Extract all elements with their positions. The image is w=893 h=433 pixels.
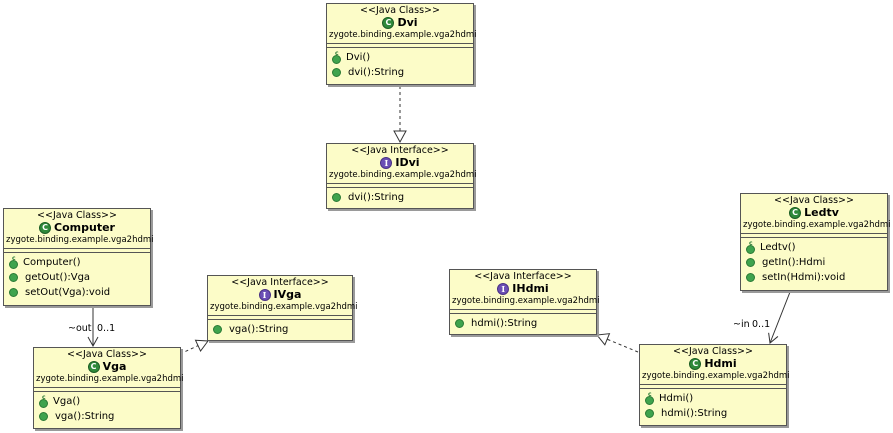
- public-method-icon: [9, 288, 18, 297]
- stereotype: <<Java Interface>>: [351, 145, 449, 156]
- package-name: zygote.binding.example.vga2hdmi: [452, 296, 600, 306]
- method-row[interactable]: setIn(Hdmi):void: [741, 270, 887, 285]
- method-row[interactable]: setOut(Vga):void: [4, 285, 150, 300]
- association-multiplicity-label: 0..1: [97, 323, 116, 334]
- class-name: Dvi: [397, 16, 418, 29]
- method-row[interactable]: dvi():String: [327, 65, 473, 80]
- public-method-icon: [455, 319, 464, 328]
- constructor-icon: c: [39, 394, 48, 408]
- package-name: zygote.binding.example.vga2hdmi: [743, 220, 891, 230]
- package-name: zygote.binding.example.vga2hdmi: [329, 30, 477, 40]
- stereotype: <<Java Class>>: [67, 349, 147, 360]
- stereotype: <<Java Interface>>: [474, 271, 572, 282]
- class-name: Ledtv: [804, 206, 839, 219]
- public-method-icon: [39, 412, 48, 421]
- class-name: Vga: [102, 360, 127, 373]
- association-role-label: ~in: [733, 319, 750, 330]
- stereotype: <<Java Class>>: [37, 210, 117, 221]
- stereotype: <<Java Interface>>: [231, 277, 329, 288]
- class-icon: C: [689, 358, 702, 370]
- attributes-compartment: [450, 310, 596, 314]
- attributes-compartment: [741, 234, 887, 238]
- association-ledtv-hdmi: [768, 291, 791, 344]
- stereotype: <<Java Class>>: [673, 346, 753, 357]
- package-name: zygote.binding.example.vga2hdmi: [329, 170, 477, 180]
- public-method-icon: [645, 409, 654, 418]
- package-name: zygote.binding.example.vga2hdmi: [642, 371, 790, 381]
- class-name: IHdmi: [512, 282, 549, 295]
- class-name: Hdmi: [704, 357, 737, 370]
- realization-vga-ivga: [179, 339, 209, 355]
- stereotype: <<Java Class>>: [774, 195, 854, 206]
- class-icon: C: [789, 207, 802, 219]
- constructor-icon: c: [746, 240, 755, 254]
- attributes-compartment: [208, 316, 352, 320]
- public-method-icon: [746, 273, 755, 282]
- interface-icon: I: [258, 289, 271, 301]
- realization-hdmi-ihdmi: [596, 333, 639, 353]
- association-role-label: ~out: [68, 323, 92, 334]
- method-row[interactable]: hdmi():String: [640, 406, 786, 421]
- public-method-icon: [746, 258, 755, 267]
- method-row[interactable]: getOut():Vga: [4, 270, 150, 285]
- method-row[interactable]: vga():String: [34, 409, 180, 424]
- package-name: zygote.binding.example.vga2hdmi: [36, 374, 184, 384]
- attributes-compartment: [640, 385, 786, 389]
- public-method-icon: [332, 68, 341, 77]
- package-name: zygote.binding.example.vga2hdmi: [210, 302, 358, 312]
- stereotype: <<Java Class>>: [360, 5, 440, 16]
- method-row[interactable]: getIn():Hdmi: [741, 255, 887, 270]
- method-row[interactable]: dvi():String: [327, 190, 473, 205]
- attributes-compartment: [327, 44, 473, 48]
- class-name: IVga: [273, 288, 302, 301]
- attributes-compartment: [327, 184, 473, 188]
- package-name: zygote.binding.example.vga2hdmi: [6, 235, 154, 245]
- method-row[interactable]: vga():String: [208, 322, 352, 337]
- public-method-icon: [332, 193, 341, 202]
- constructor-icon: c: [332, 50, 341, 64]
- public-method-icon: [9, 273, 18, 282]
- method-row[interactable]: hdmi():String: [450, 316, 596, 331]
- public-method-icon: [213, 325, 222, 334]
- class-icon: C: [39, 222, 52, 234]
- interface-icon: I: [380, 157, 393, 169]
- attributes-compartment: [34, 388, 180, 392]
- association-multiplicity-label: 0..1: [752, 319, 771, 330]
- attributes-compartment: [4, 249, 150, 253]
- constructor-icon: c: [9, 255, 18, 269]
- class-name: IDvi: [395, 156, 420, 169]
- interface-icon: I: [497, 283, 510, 295]
- class-icon: C: [382, 17, 395, 29]
- class-icon: C: [87, 361, 100, 373]
- constructor-icon: c: [645, 391, 654, 405]
- class-name: Computer: [54, 221, 115, 234]
